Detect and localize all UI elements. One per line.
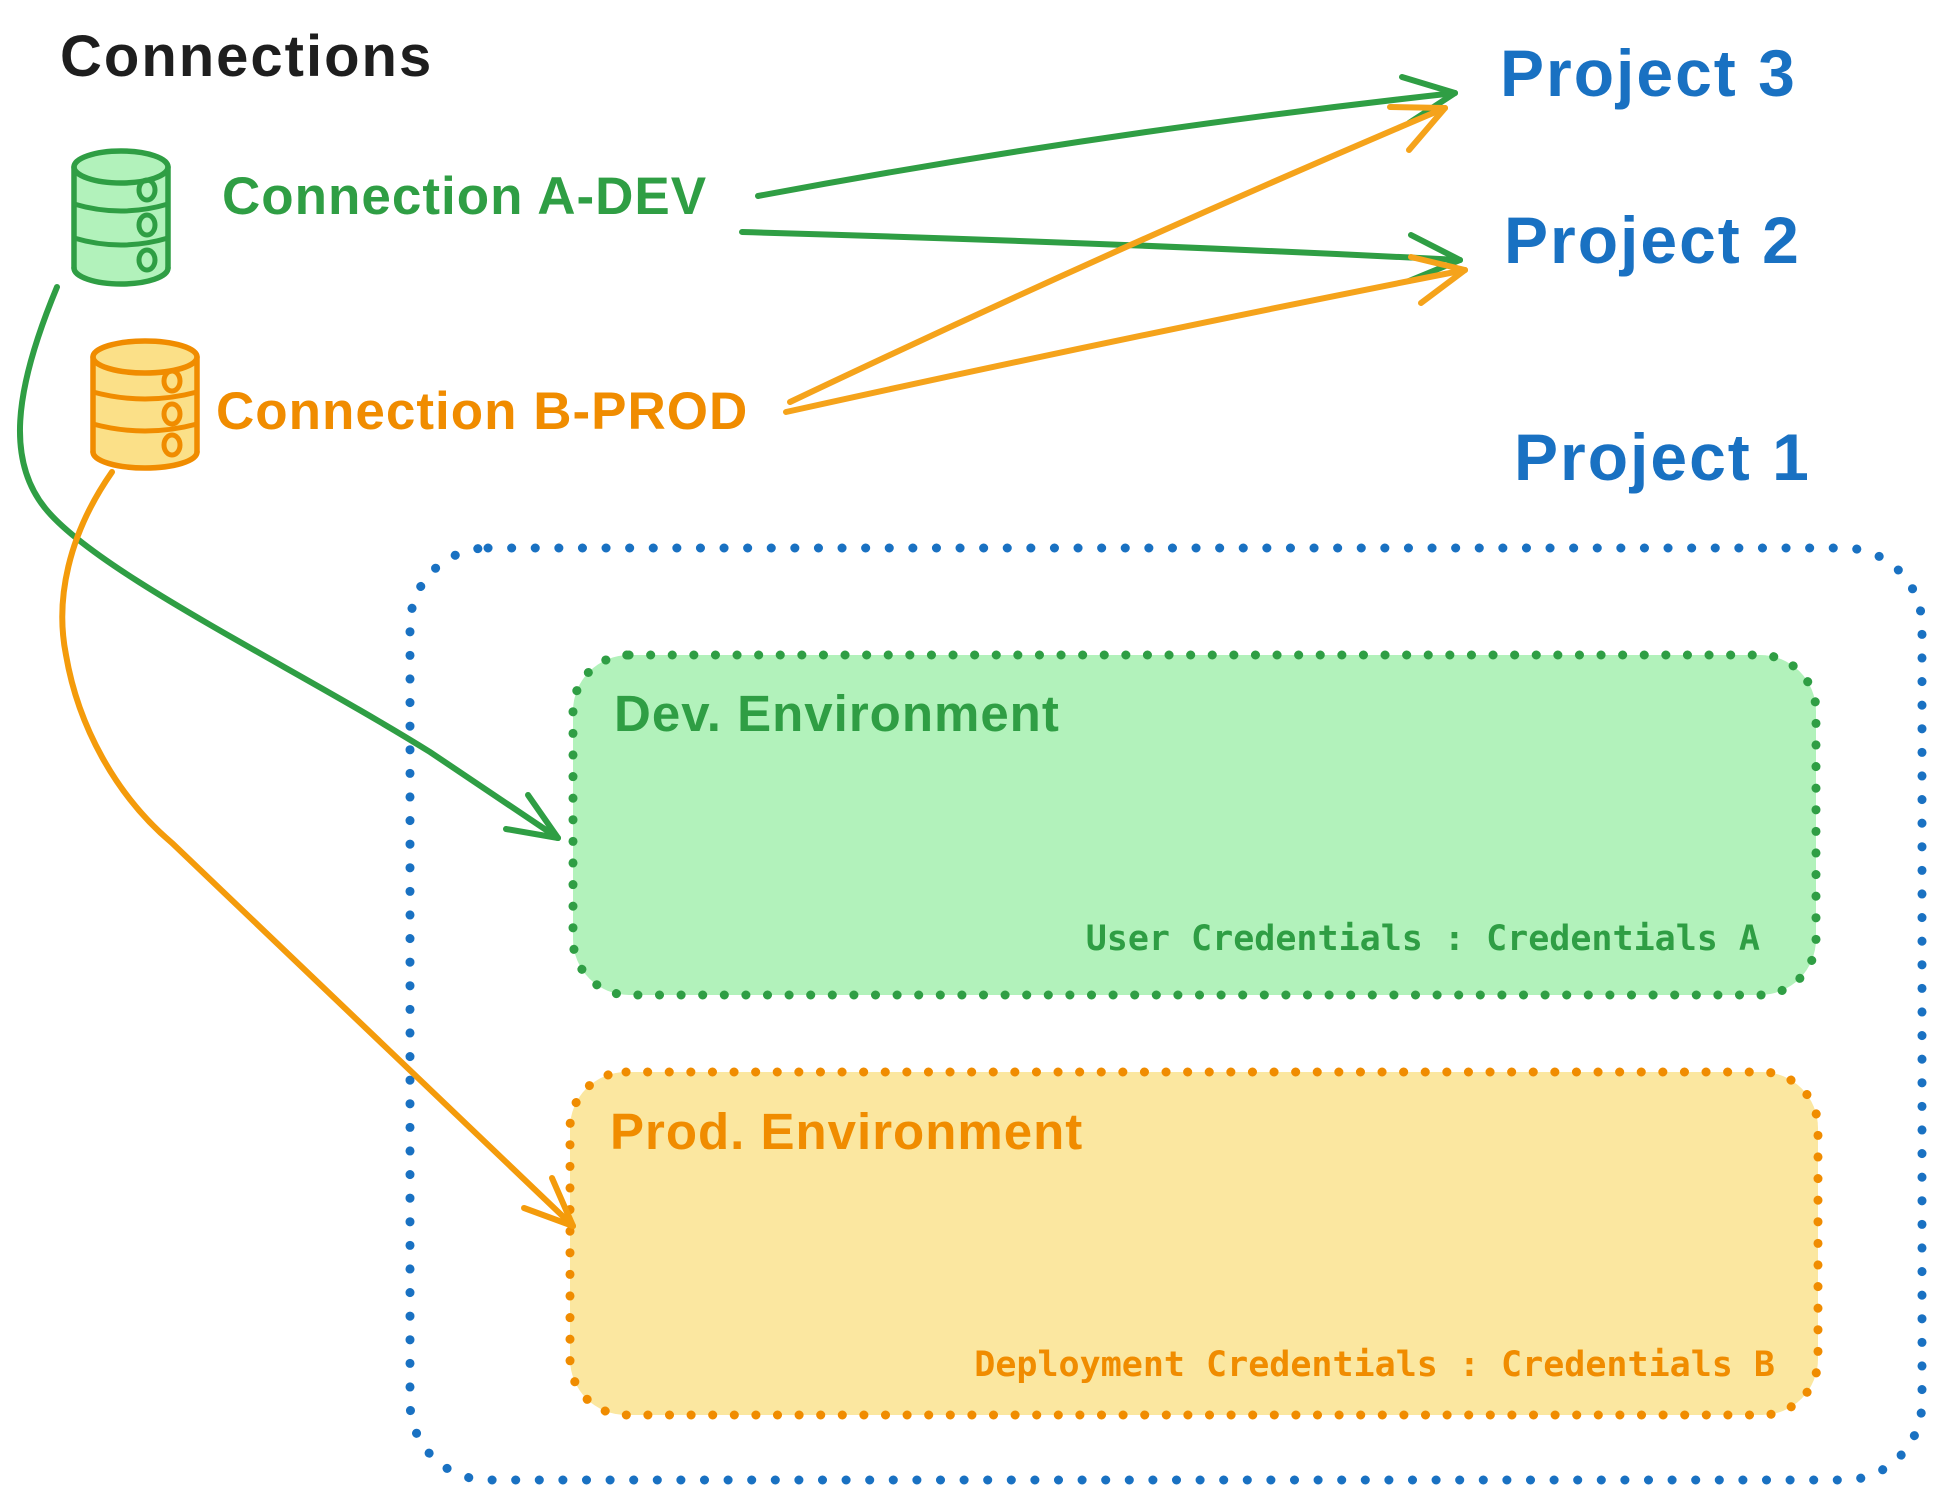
- arrow-bprod-to-prod-environment: [59, 469, 576, 1229]
- arrow-adev-to-dev-environment: [16, 284, 561, 841]
- arrow-adev-to-project3: [755, 74, 1458, 199]
- prod-environment-title: Prod. Environment: [610, 1103, 1084, 1160]
- arrow-bprod-to-project2: [783, 254, 1468, 415]
- dev-environment-title: Dev. Environment: [614, 685, 1060, 742]
- database-icon-bprod: [90, 338, 200, 471]
- arrow-bprod-to-project3: [787, 104, 1448, 405]
- diagram-title: Connections: [60, 24, 434, 89]
- prod-environment-credentials: Deployment Credentials : Credentials B: [974, 1345, 1775, 1385]
- project-2-label: Project 2: [1504, 203, 1801, 277]
- dev-environment-box: [568, 650, 1821, 1000]
- project1-container-box: [405, 543, 1927, 1485]
- connection-a-dev-label: Connection A-DEV: [222, 167, 708, 226]
- connection-b-prod-label: Connection B-PROD: [216, 382, 749, 441]
- database-icon-adev: [71, 148, 171, 287]
- prod-environment-box: [565, 1067, 1823, 1420]
- dev-environment-credentials: User Credentials : Credentials A: [1085, 919, 1760, 959]
- project-1-label: Project 1: [1514, 420, 1811, 494]
- project-3-label: Project 3: [1500, 36, 1797, 110]
